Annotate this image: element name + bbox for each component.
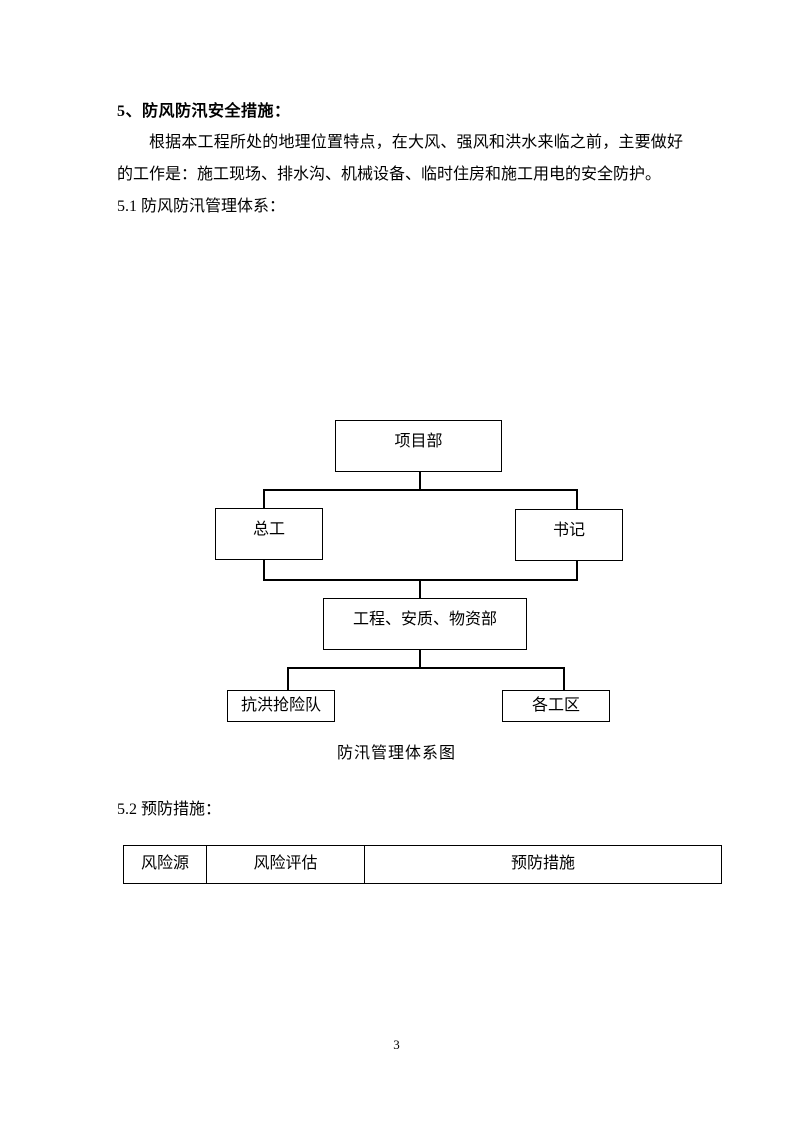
risk-table-header-cell: 风险源 [140, 855, 189, 872]
connector-line [576, 560, 578, 580]
connector-line [576, 489, 578, 511]
connector-line [419, 649, 421, 669]
org-node-chief-engineer: 总工 [215, 508, 323, 560]
connector-line [263, 559, 265, 580]
connector-line [287, 667, 289, 691]
connector-line [563, 667, 565, 691]
page-number: 3 [393, 1037, 400, 1052]
intro-paragraph: 根据本工程所处的地理位置特点，在大风、强风和洪水来临之前，主要做好的工作是：施工… [117, 134, 683, 183]
risk-table: 风险源 风险评估 预防措施 [123, 845, 722, 884]
org-node-work-zones: 各工区 [502, 690, 610, 722]
connector-line [419, 471, 421, 491]
org-node-project-dept: 项目部 [335, 420, 502, 472]
section-heading-5: 5、防风防汛安全措施： [117, 103, 291, 120]
org-node-secretary: 书记 [515, 509, 623, 561]
connector-line [263, 489, 577, 491]
connector-line [419, 579, 421, 599]
org-node-departments: 工程、安质、物资部 [323, 598, 527, 650]
connector-line [263, 489, 265, 510]
diagram-caption: 防汛管理体系图 [336, 745, 456, 762]
section-title-5-2: 5.2 预防措施： [117, 801, 222, 818]
connector-line [287, 667, 565, 669]
section-title-5-1: 5.1 防风防汛管理体系： [117, 198, 286, 215]
risk-table-header-cell: 风险评估 [206, 846, 364, 883]
org-node-flood-rescue-team: 抗洪抢险队 [227, 690, 335, 722]
risk-table-header-cell: 预防措施 [364, 846, 721, 883]
